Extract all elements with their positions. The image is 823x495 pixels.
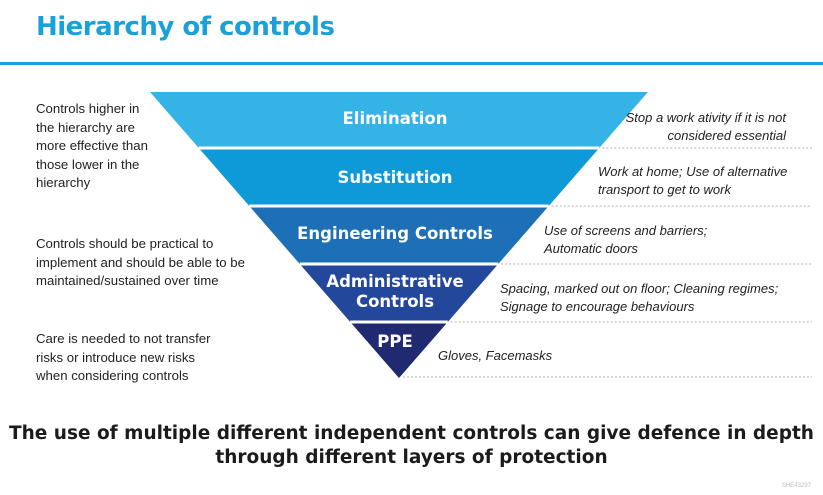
summary-statement: The use of multiple different independen… bbox=[9, 423, 814, 468]
layer-desc-administrative: Spacing, marked out on floor; Cleaning r… bbox=[500, 281, 779, 314]
layer-desc-ppe: Gloves, Facemasks bbox=[438, 348, 553, 363]
layer-label-ppe: PPE bbox=[377, 332, 413, 351]
layer-desc-engineering: Use of screens and barriers; Automatic d… bbox=[544, 223, 708, 256]
title-rule bbox=[0, 62, 823, 65]
page-title: Hierarchy of controls bbox=[36, 12, 335, 42]
pyramid-band bbox=[198, 148, 600, 206]
image-code: SHE43297 bbox=[781, 483, 811, 489]
pyramid-band bbox=[350, 322, 448, 378]
note-practicality: Controls should be practical to implemen… bbox=[36, 236, 245, 288]
pyramid-bands bbox=[150, 92, 648, 378]
dashed-guides bbox=[402, 147, 812, 378]
pyramid-band bbox=[150, 92, 648, 148]
note-effectiveness: Controls higher in the hierarchy are mor… bbox=[36, 101, 148, 190]
layer-label-engineering: Engineering Controls bbox=[297, 224, 493, 243]
layer-desc-substitution: Work at home; Use of alternative transpo… bbox=[598, 164, 788, 197]
layer-label-administrative: Administrative Controls bbox=[326, 272, 464, 311]
layer-desc-elimination: Stop a work ativity if it is not conside… bbox=[625, 110, 786, 143]
note-new-risks: Care is needed to not transfer risks or … bbox=[36, 331, 211, 383]
pyramid-band bbox=[249, 206, 549, 264]
band-dividers bbox=[198, 146, 600, 324]
pyramid-band bbox=[299, 264, 499, 322]
layer-label-substitution: Substitution bbox=[337, 168, 453, 187]
layer-label-elimination: Elimination bbox=[342, 109, 448, 128]
